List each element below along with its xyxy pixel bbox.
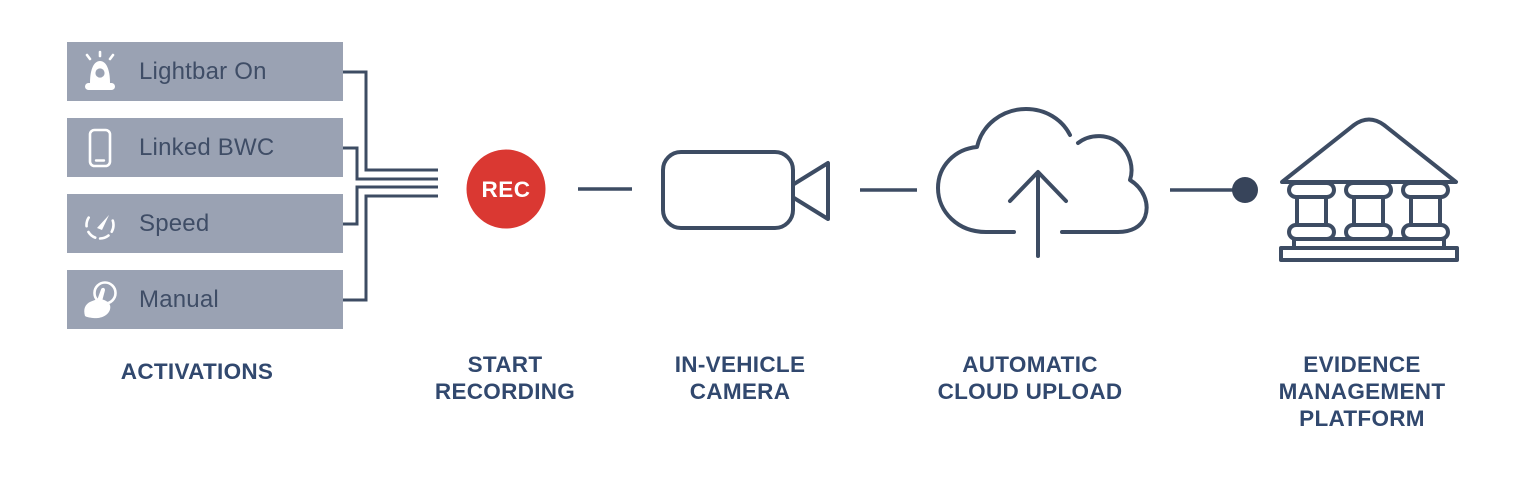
bank-roof bbox=[1280, 117, 1458, 184]
connector-cloud-platform bbox=[1170, 177, 1258, 203]
activation-connector-lines bbox=[315, 70, 438, 302]
stage-label-start-recording: START RECORDING bbox=[434, 352, 576, 404]
cloud-upload-icon bbox=[936, 107, 1149, 258]
activation-box-lightbar: Lightbar On bbox=[67, 42, 343, 101]
smartphone-icon bbox=[88, 128, 112, 167]
activation-box-speed: Speed bbox=[67, 194, 343, 253]
connector-end-dot bbox=[1232, 177, 1258, 203]
video-camera-icon bbox=[661, 150, 830, 230]
speedometer-icon bbox=[85, 209, 115, 240]
activation-box-manual: Manual bbox=[67, 270, 343, 329]
stage-label-in-vehicle-camera: IN-VEHICLE CAMERA bbox=[674, 352, 806, 404]
rec-button: REC bbox=[466, 149, 546, 229]
activation-label: Lightbar On bbox=[139, 57, 267, 85]
bank-step bbox=[1279, 246, 1459, 262]
hand-tap-icon bbox=[84, 280, 117, 318]
activation-label: Manual bbox=[139, 285, 219, 313]
stage-label-automatic-cloud-upload: AUTOMATIC CLOUD UPLOAD bbox=[937, 352, 1123, 404]
rec-badge-label: REC bbox=[481, 177, 530, 202]
activation-label: Linked BWC bbox=[139, 133, 275, 161]
activation-box-linked-bwc: Linked BWC bbox=[67, 118, 343, 177]
activations-section-label: ACTIVATIONS bbox=[120, 359, 274, 384]
activation-label: Speed bbox=[139, 209, 210, 237]
bank-building-icon bbox=[1279, 117, 1459, 262]
stage-label-evidence-management-platform: EVIDENCE MANAGEMENT PLATFORM bbox=[1278, 352, 1446, 431]
lightbar-icon bbox=[85, 50, 115, 90]
